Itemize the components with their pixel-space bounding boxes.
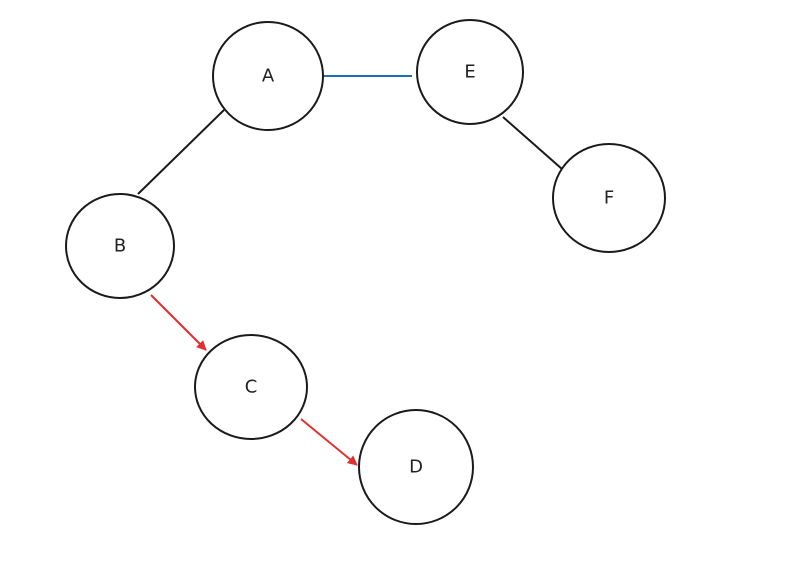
node-label-e: E	[464, 62, 475, 83]
edge-a-b	[137, 109, 225, 195]
edges-layer	[137, 75, 563, 466]
node-circle-b[interactable]	[65, 193, 175, 299]
node-label-d: D	[409, 457, 423, 478]
node-e[interactable]: E	[416, 19, 524, 125]
node-label-b: B	[114, 236, 126, 257]
edge-c-d	[300, 418, 358, 466]
node-label-c: C	[245, 377, 258, 398]
node-f[interactable]: F	[552, 143, 666, 253]
node-label-f: F	[604, 188, 614, 209]
node-circle-c[interactable]	[194, 334, 308, 440]
node-a[interactable]: A	[212, 21, 324, 131]
edge-b-c	[150, 294, 207, 351]
edge-e-f	[502, 116, 563, 170]
node-circle-f[interactable]	[552, 143, 666, 253]
node-circle-d[interactable]	[358, 409, 474, 525]
node-d[interactable]: D	[358, 409, 474, 525]
node-c[interactable]: C	[194, 334, 308, 440]
node-circle-a[interactable]	[212, 21, 324, 131]
node-circle-e[interactable]	[416, 19, 524, 125]
nodes-layer: A B C D E F	[65, 19, 666, 525]
node-b[interactable]: B	[65, 193, 175, 299]
node-label-a: A	[262, 66, 275, 87]
